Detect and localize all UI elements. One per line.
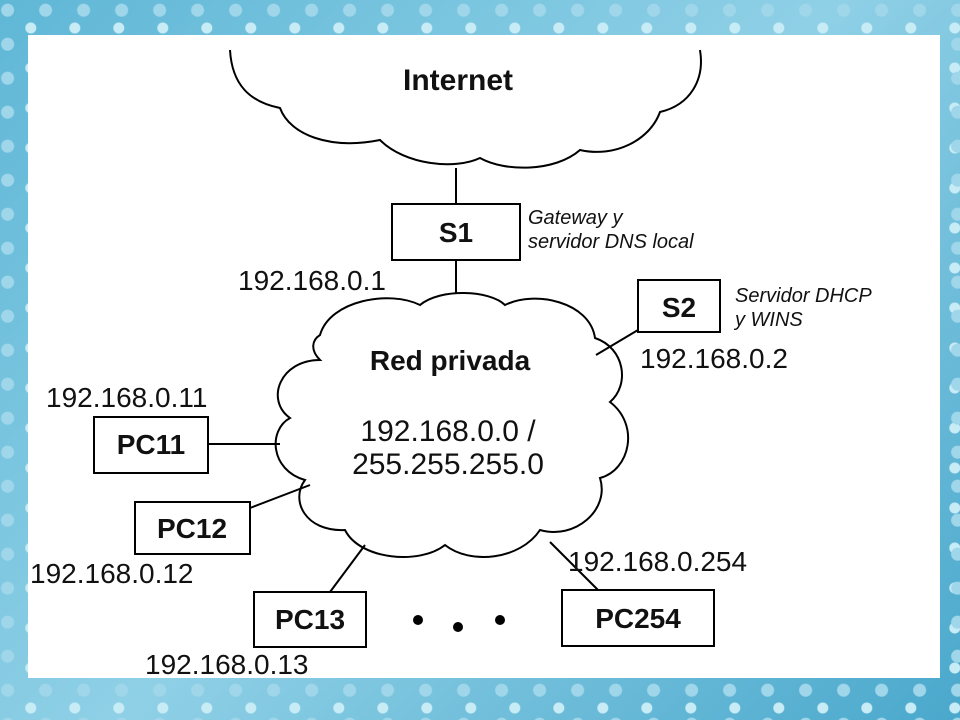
pc12-box[interactable] bbox=[134, 501, 251, 555]
pc13-ip: 192.168.0.13 bbox=[145, 649, 309, 680]
s1-note-line2: servidor DNS local bbox=[528, 231, 694, 253]
s1-label: S1 bbox=[439, 217, 473, 248]
s2-label: S2 bbox=[662, 292, 696, 323]
pc11-label: PC11 bbox=[117, 429, 186, 460]
pc254-box[interactable] bbox=[561, 589, 715, 647]
s2-ip: 192.168.0.2 bbox=[640, 343, 788, 374]
s1-box[interactable] bbox=[391, 203, 521, 261]
link-pc13-private bbox=[329, 544, 366, 593]
private-cloud bbox=[274, 292, 629, 558]
pc12-ip: 192.168.0.12 bbox=[30, 558, 194, 589]
link-pc254-private bbox=[549, 541, 599, 591]
pc13-label: PC13 bbox=[275, 604, 345, 635]
ellipsis-dots-icon bbox=[413, 615, 505, 632]
pc13-box[interactable] bbox=[253, 591, 367, 648]
pc11-ip: 192.168.0.11 bbox=[46, 382, 207, 413]
private-label: Red privada bbox=[370, 345, 531, 376]
internet-label: Internet bbox=[403, 64, 513, 97]
link-pc12-private bbox=[249, 484, 311, 509]
pc254-ip: 192.168.0.254 bbox=[568, 546, 747, 577]
private-subnet-line2: 255.255.255.0 bbox=[352, 448, 544, 481]
pc11-box[interactable] bbox=[93, 416, 209, 474]
s2-note-line1: Servidor DHCP bbox=[735, 285, 872, 307]
s1-ip: 192.168.0.1 bbox=[238, 265, 386, 296]
s1-note-line1: Gateway y bbox=[528, 207, 623, 229]
s2-note-line2: y WINS bbox=[733, 309, 803, 331]
link-s2-private bbox=[595, 329, 639, 356]
pc12-label: PC12 bbox=[157, 513, 227, 544]
private-subnet-line1: 192.168.0.0 / bbox=[360, 415, 536, 448]
pc254-label: PC254 bbox=[595, 603, 681, 634]
internet-cloud bbox=[229, 49, 702, 169]
s2-box[interactable] bbox=[637, 279, 721, 333]
